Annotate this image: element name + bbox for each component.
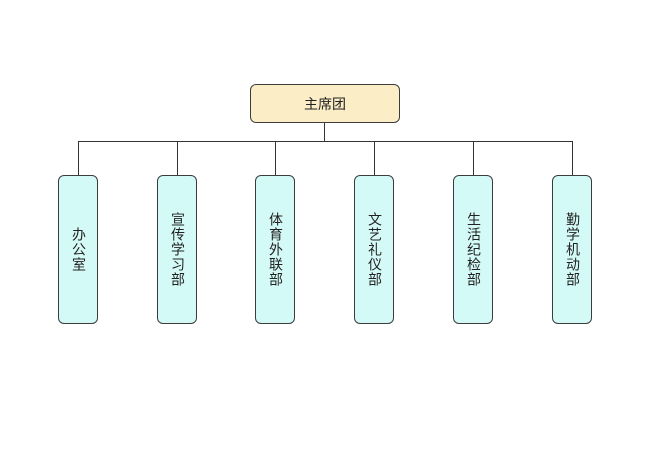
department-label: 体育外联部: [267, 212, 283, 287]
department-node: 勤学机动部: [552, 175, 592, 324]
department-label: 文艺礼仪部: [366, 212, 382, 287]
branch-connector-line: [78, 141, 79, 175]
department-node: 生活纪检部: [453, 175, 493, 324]
department-label: 勤学机动部: [564, 212, 580, 287]
root-node: 主席团: [250, 84, 400, 123]
department-label: 宣传学习部: [169, 212, 185, 287]
root-connector-line: [324, 123, 325, 141]
branch-connector-line: [177, 141, 178, 175]
department-node: 体育外联部: [255, 175, 295, 324]
root-node-label: 主席团: [304, 96, 346, 113]
department-node: 文艺礼仪部: [354, 175, 394, 324]
branch-connector-line: [473, 141, 474, 175]
branch-connector-line: [374, 141, 375, 175]
department-node: 办公室: [58, 175, 98, 324]
department-label: 办公室: [70, 227, 86, 272]
horizontal-bus-line: [78, 141, 573, 142]
department-label: 生活纪检部: [465, 212, 481, 287]
branch-connector-line: [572, 141, 573, 175]
department-node: 宣传学习部: [157, 175, 197, 324]
branch-connector-line: [275, 141, 276, 175]
